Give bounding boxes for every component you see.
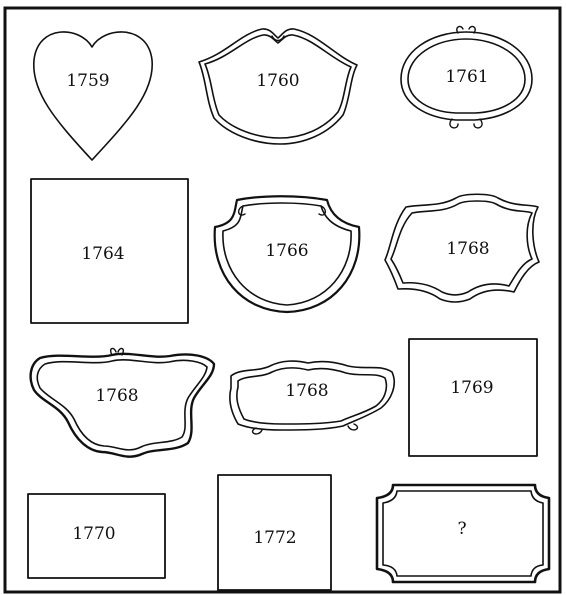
frame-1766-label: 1766 [265, 241, 308, 261]
frame-1768-wing-label: 1768 [95, 386, 138, 406]
frame-1768-scroll-label: 1768 [285, 381, 328, 401]
frame-unknown-label: ? [457, 519, 466, 539]
frame-1759-heart: 1759 [34, 32, 152, 160]
frame-1761-label: 1761 [445, 67, 488, 87]
frame-1769-label: 1769 [450, 378, 493, 398]
frame-1759-label: 1759 [66, 71, 109, 91]
page-border [5, 8, 560, 592]
frame-1768-wing: 1768 [31, 348, 214, 456]
frame-1772-label: 1772 [253, 528, 296, 548]
frame-1770-label: 1770 [72, 524, 115, 544]
frame-unknown-notched: ? [377, 485, 549, 582]
frame-1764-rectangle: 1764 [31, 179, 188, 323]
frame-1764-label: 1764 [81, 244, 124, 264]
frame-1772-rectangle: 1772 [218, 475, 331, 590]
frame-1766-shield: 1766 [215, 196, 360, 312]
frame-1768-top-label: 1768 [446, 239, 489, 259]
frame-1768-scroll: 1768 [230, 361, 394, 434]
frame-1760-label: 1760 [256, 71, 299, 91]
frame-1769-rectangle: 1769 [409, 339, 537, 456]
frame-1761-oval: 1761 [401, 26, 532, 127]
frame-1770-rectangle: 1770 [28, 494, 165, 578]
frame-1760-lips: 1760 [199, 29, 357, 144]
frame-1768-cartouche-top: 1768 [385, 194, 539, 302]
